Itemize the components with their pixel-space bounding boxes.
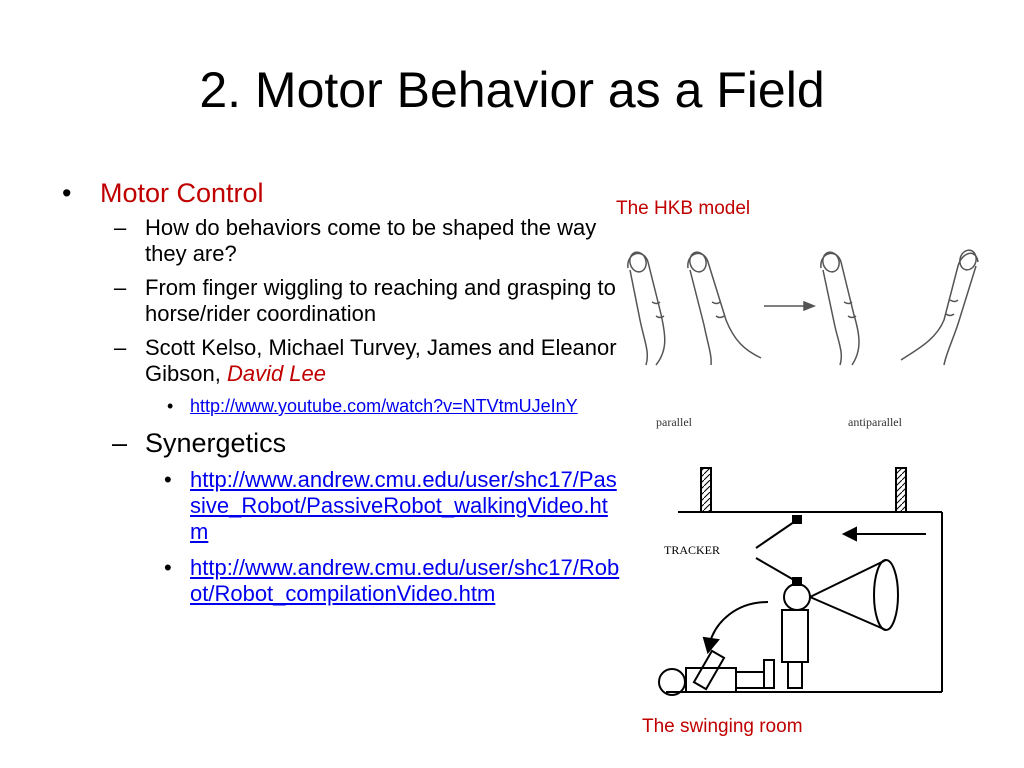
youtube-link[interactable]: http://www.youtube.com/watch?v=NTVtmUJeI… (190, 396, 578, 416)
dash-icon: – (112, 428, 128, 458)
link-bullet-passive-robot: • http://www.andrew.cmu.edu/user/shc17/P… (62, 467, 622, 545)
bullet-dot-icon: • (62, 178, 72, 208)
parallel-label: parallel (656, 415, 693, 429)
swinging-room-caption: The swinging room (642, 716, 803, 737)
tracker-label: TRACKER (664, 543, 720, 557)
sub-bullet-q3: – Scott Kelso, Michael Turvey, James and… (62, 335, 622, 387)
hkb-finger-figure: parallel antiparallel (627, 249, 979, 429)
bullet-text: How do behaviors come to be shaped the w… (145, 215, 597, 266)
hkb-caption: The HKB model (616, 198, 751, 219)
swinging-room-figure: TRACKER (658, 467, 943, 696)
slide-title: 2. Motor Behavior as a Field (199, 62, 825, 118)
dash-icon: – (114, 215, 127, 240)
dash-icon: – (114, 275, 127, 300)
bullet-text: From finger wiggling to reaching and gra… (145, 275, 616, 326)
bullet-text: Scott Kelso, Michael Turvey, James and E… (145, 335, 617, 386)
bullet-dot-icon: • (167, 396, 174, 416)
bullet-text: Synergetics (145, 428, 287, 458)
bullet-motor-control: • Motor Control (62, 178, 622, 209)
bullet-text: Motor Control (100, 178, 264, 208)
link-bullet-youtube: • http://www.youtube.com/watch?v=NTVtmUJ… (62, 395, 622, 417)
dash-icon: – (114, 335, 127, 360)
passive-robot-link[interactable]: http://www.andrew.cmu.edu/user/shc17/Pas… (190, 467, 617, 544)
sub-bullet-synergetics: – Synergetics (62, 427, 622, 459)
link-bullet-robot-compilation: • http://www.andrew.cmu.edu/user/shc17/R… (62, 555, 622, 607)
sub-bullet-q2: – From finger wiggling to reaching and g… (62, 275, 622, 327)
highlight-name: David Lee (226, 361, 327, 386)
bullet-dot-icon: • (164, 467, 172, 492)
bullet-dot-icon: • (164, 555, 172, 580)
antiparallel-label: antiparallel (848, 415, 903, 429)
robot-compilation-link[interactable]: http://www.andrew.cmu.edu/user/shc17/Rob… (190, 555, 620, 606)
bullet-list: • Motor Control – How do behaviors come … (62, 178, 622, 617)
sub-bullet-q1: – How do behaviors come to be shaped the… (62, 215, 622, 267)
